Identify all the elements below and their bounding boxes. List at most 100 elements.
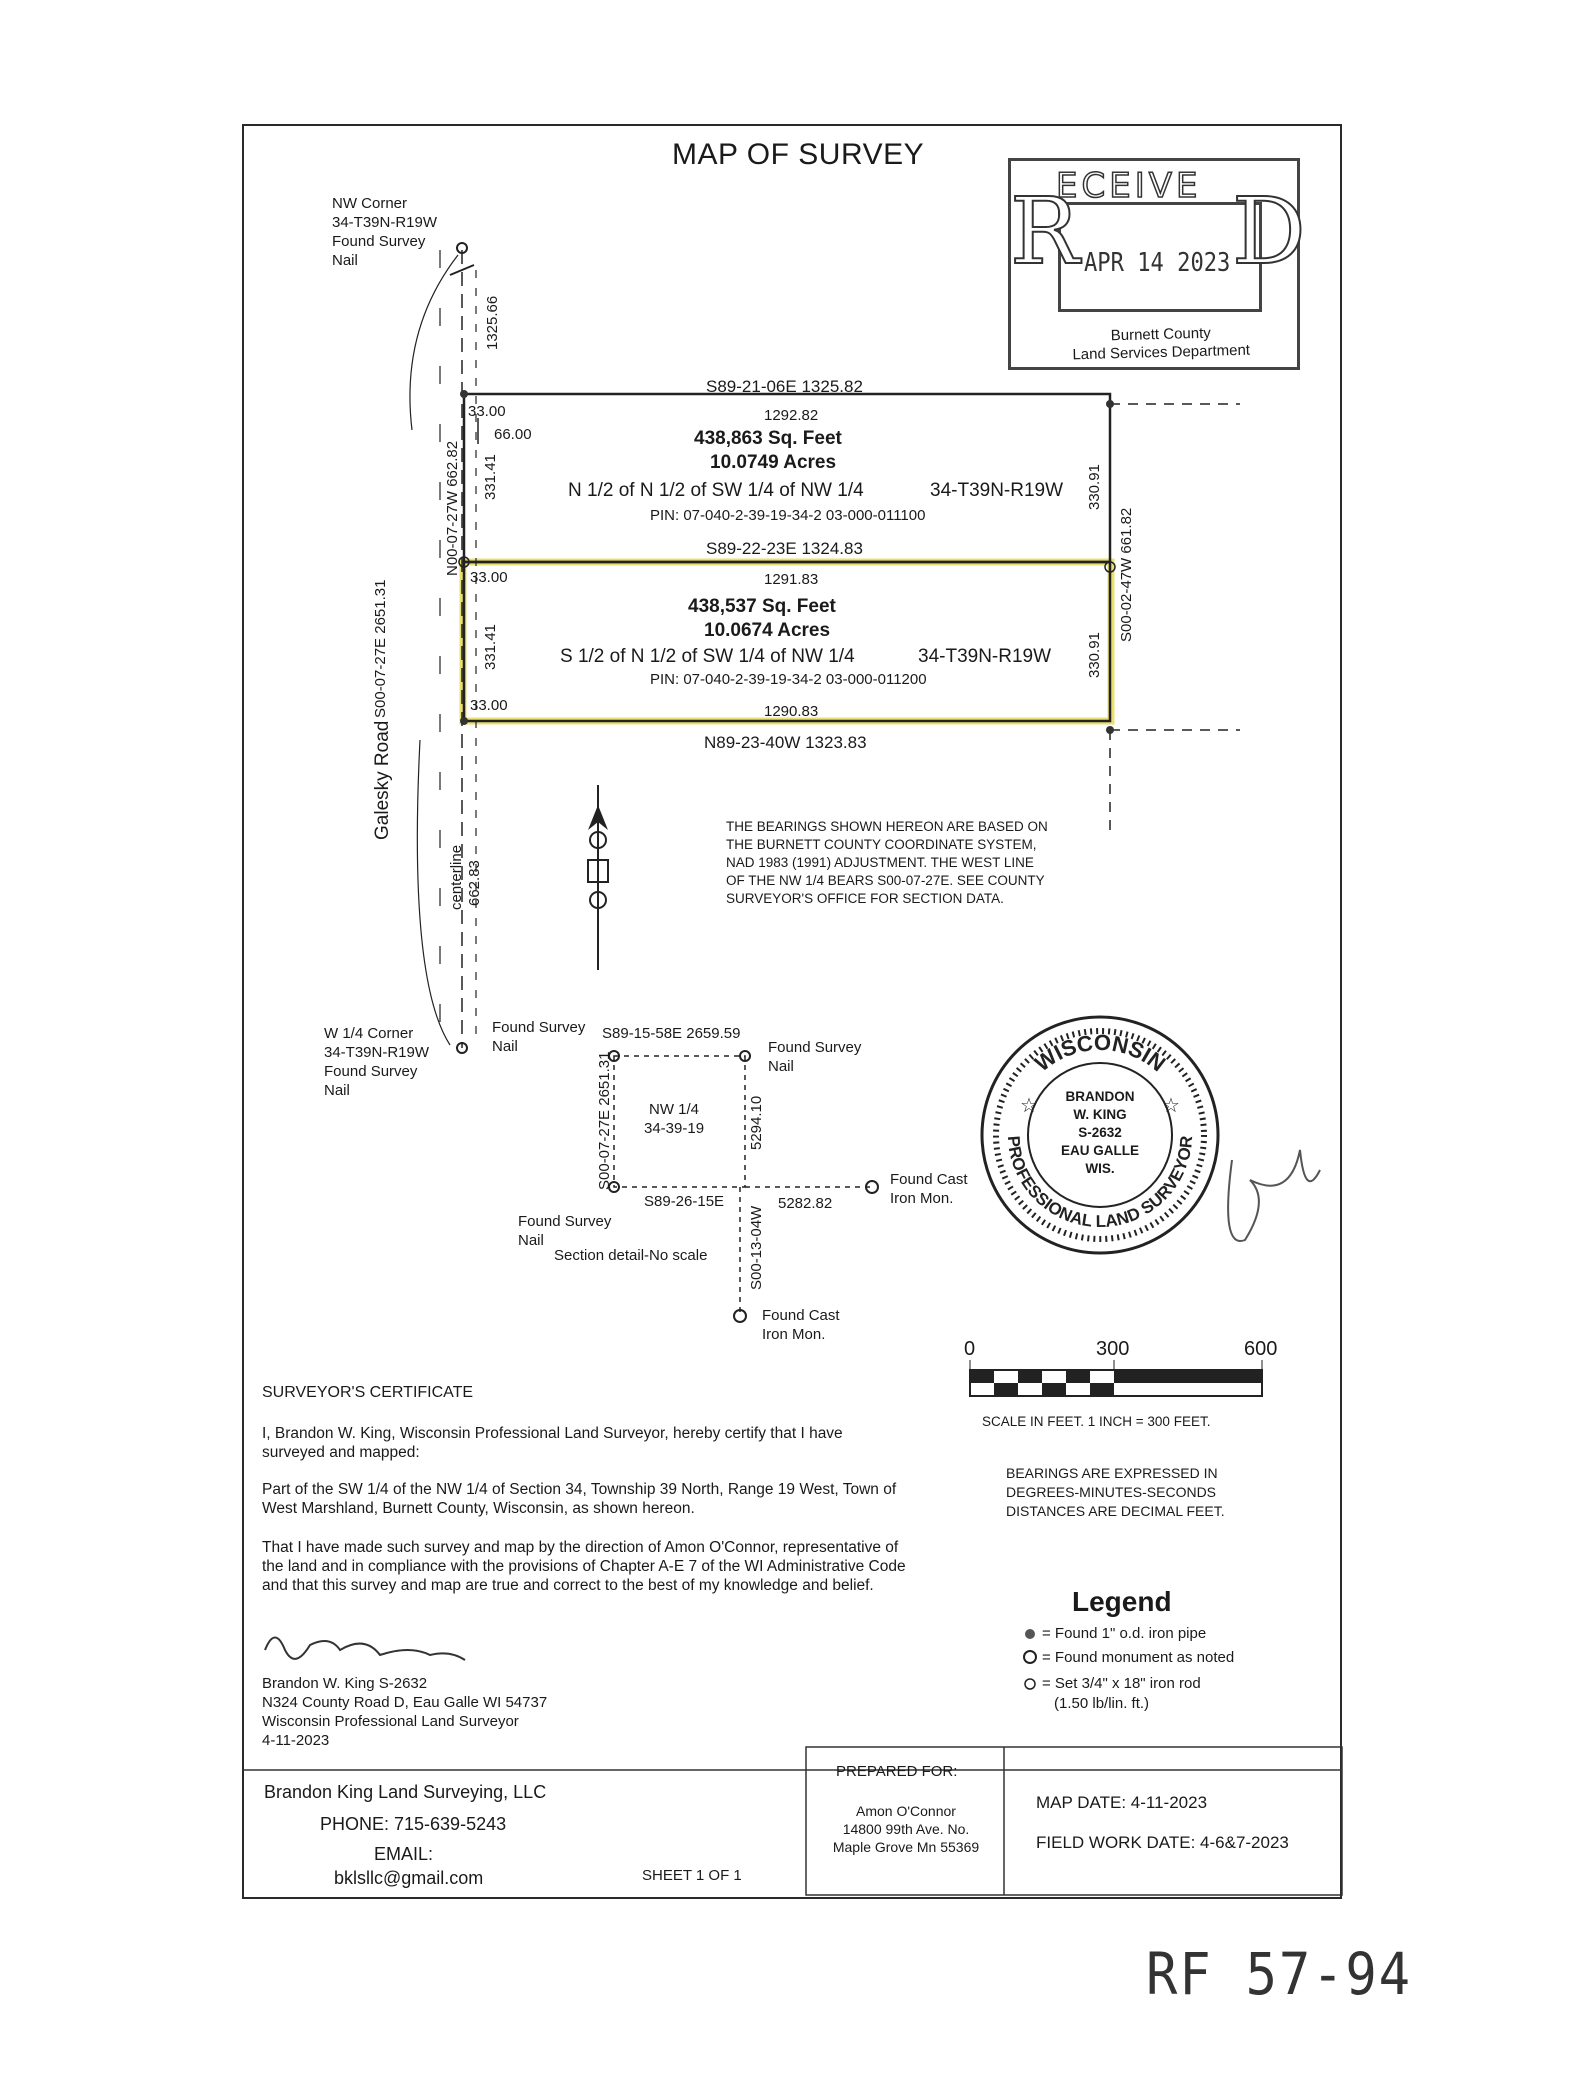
south-sqft: 438,537 Sq. Feet [688,596,836,617]
map-title: MAP OF SURVEY [672,138,925,171]
map-date: MAP DATE: 4-11-2023 [1036,1793,1208,1812]
signer-line: Brandon W. King S-2632 [262,1675,428,1692]
client-address: Amon O'Connor 14800 99th Ave. No. Maple … [818,1802,994,1856]
sd-label-line: Iron Mon. [890,1190,954,1207]
sd-nw-nail-label: Found Survey Nail [492,1018,585,1056]
corner-line: Nail [332,252,358,269]
sd-bottom-dist: 5282.82 [778,1195,833,1212]
west-line-bearing-parcel: N00-07-27W 662.82 [444,440,461,576]
sd-east-monument-label: Found Cast Iron Mon. [890,1170,968,1208]
stamp-letter-d: D [1231,177,1307,286]
west-line-lower-dist: 662.83 [466,860,483,906]
sd-right-dist: 5294.10 [748,1095,765,1150]
iron-rod-marker [458,556,470,568]
south-parcel-boundary [462,560,1112,723]
certificate-p3: That I have made such survey and map by … [262,1539,906,1594]
svg-text:☆: ☆ [1020,1095,1038,1117]
sd-monument-east [865,1180,879,1194]
prepared-for-label: PREPARED FOR: [836,1763,958,1780]
corner-line: 34-T39N-R19W [324,1044,430,1061]
sd-south-monument-label: Found Cast Iron Mon. [762,1306,840,1344]
certificate-p1: I, Brandon W. King, Wisconsin Profession… [262,1425,843,1461]
sd-label-line: Found Cast [890,1171,968,1188]
nw-corner-label: NW Corner 34-T39N-R19W Found Survey Nail [332,194,437,270]
field-work-date: FIELD WORK DATE: 4-6&7-2023 [1036,1833,1289,1852]
iron-pipe-marker [1106,726,1114,734]
corner-line: 34-T39N-R19W [332,214,438,231]
units-note: BEARINGS ARE EXPRESSED IN DEGREES-MINUTE… [1006,1464,1225,1521]
corner-line: W 1/4 Corner [324,1025,414,1042]
south-offset-33-top: 33.00 [470,569,508,586]
scale-tick-600: 600 [1244,1338,1278,1360]
sheet-number: SHEET 1 OF 1 [642,1867,742,1884]
legend-rod-icon [1024,1678,1036,1690]
units-line: DISTANCES ARE DECIMAL FEET. [1006,1503,1225,1519]
legend-item-rod: = Set 3/4" x 18" iron rod [1042,1675,1201,1692]
road-name: Galesky Road [372,720,393,840]
stamp-eceive: ECEIVE [1055,165,1202,207]
sd-top-bearing: S89-15-58E 2659.59 [602,1025,741,1042]
signer-line: N324 County Road D, Eau Galle WI 54737 [262,1694,548,1711]
legend-item-monument: = Found monument as noted [1042,1649,1235,1666]
signer-line: Wisconsin Professional Land Surveyor [262,1713,519,1730]
certificate-p2: Part of the SW 1/4 of the NW 1/4 of Sect… [262,1481,897,1517]
stamp-dept: Burnett County Land Services Department [1056,323,1267,364]
sd-label-line: Nail [518,1232,544,1249]
seal-center-text: BRANDON W. KING S-2632 EAU GALLE WIS. [1060,1088,1140,1178]
west-line-top-dist: 1325.66 [484,295,501,350]
sd-monument-south [733,1309,747,1323]
sd-label-line: NW 1/4 [649,1101,700,1118]
stamp-outer-frame [1008,158,1300,370]
iron-pipe-marker [1106,400,1114,408]
sd-left-bearing: S00-07-27E 2651.31 [596,1051,613,1190]
w14-corner-marker [456,1042,468,1054]
w14-corner-arc [416,739,451,1046]
sd-caption: Section detail-No scale [554,1247,708,1264]
certificate-heading: SURVEYOR'S CERTIFICATE [262,1384,474,1401]
units-line: BEARINGS ARE EXPRESSED IN [1006,1465,1218,1481]
west-line-bearing-total: S00-07-27E 2651.31 [372,579,389,718]
w14-corner-label: W 1/4 Corner 34-T39N-R19W Found Survey N… [324,1024,429,1100]
north-top-bearing: S89-21-06E 1325.82 [706,377,863,396]
sd-nail-ne [739,1050,751,1062]
scale-text: SCALE IN FEET. 1 INCH = 300 FEET. [982,1414,1211,1429]
south-offset-33-bottom: 33.00 [470,697,508,714]
company-phone: PHONE: 715-639-5243 [320,1814,507,1834]
iron-pipe-marker [460,390,468,398]
east-line-bearing: S00-02-47W 661.82 [1118,507,1135,642]
sd-label-line: 34-39-19 [644,1120,705,1137]
north-inner-top: 1292.82 [764,407,819,424]
sd-label-line: Found Cast [762,1307,840,1324]
seal-line: W. KING [1073,1107,1127,1122]
south-side-left: 331.41 [482,624,499,670]
signer-line: 4-11-2023 [262,1732,330,1749]
south-description: S 1/2 of N 1/2 of SW 1/4 of NW 1/4 [560,646,855,667]
company-email: bklsllc@gmail.com [334,1868,484,1888]
south-inner-top: 1291.83 [764,571,819,588]
sd-label-line: Found Survey [768,1039,862,1056]
units-line: DEGREES-MINUTES-SECONDS [1006,1484,1217,1500]
seal-line: WIS. [1085,1161,1115,1176]
sd-label-line: Nail [492,1038,518,1055]
received-stamp: R D ECEIVE APR 14 2023 Burnett County La… [1008,158,1307,370]
sd-label-line: Found Survey [518,1213,612,1230]
corner-line: Nail [324,1082,350,1099]
certificate-signer: Brandon W. King S-2632 N324 County Road … [262,1674,547,1750]
south-twp: 34-T39N-R19W [918,646,1052,667]
north-offset-33: 33.00 [468,403,506,420]
sd-nail-sw [608,1181,620,1193]
iron-rod-marker [1104,561,1116,573]
sd-nail-nw [608,1050,620,1062]
stamp-date: APR 14 2023 [1084,248,1231,278]
nw-corner-marker [456,242,468,254]
client-line: Amon O'Connor [856,1803,956,1819]
north-twp: 34-T39N-R19W [930,480,1064,501]
north-pin: PIN: 07-040-2-39-19-34-2 03-000-011100 [650,507,926,524]
scale-tick-0: 0 [964,1338,976,1360]
south-side-right: 330.91 [1086,632,1103,678]
legend-item-rod-weight: (1.50 lb/lin. ft.) [1054,1695,1150,1712]
iron-pipe-marker [460,717,468,725]
signature-drawing [1227,1149,1321,1242]
south-pin: PIN: 07-040-2-39-19-34-2 03-000-011200 [650,671,927,688]
